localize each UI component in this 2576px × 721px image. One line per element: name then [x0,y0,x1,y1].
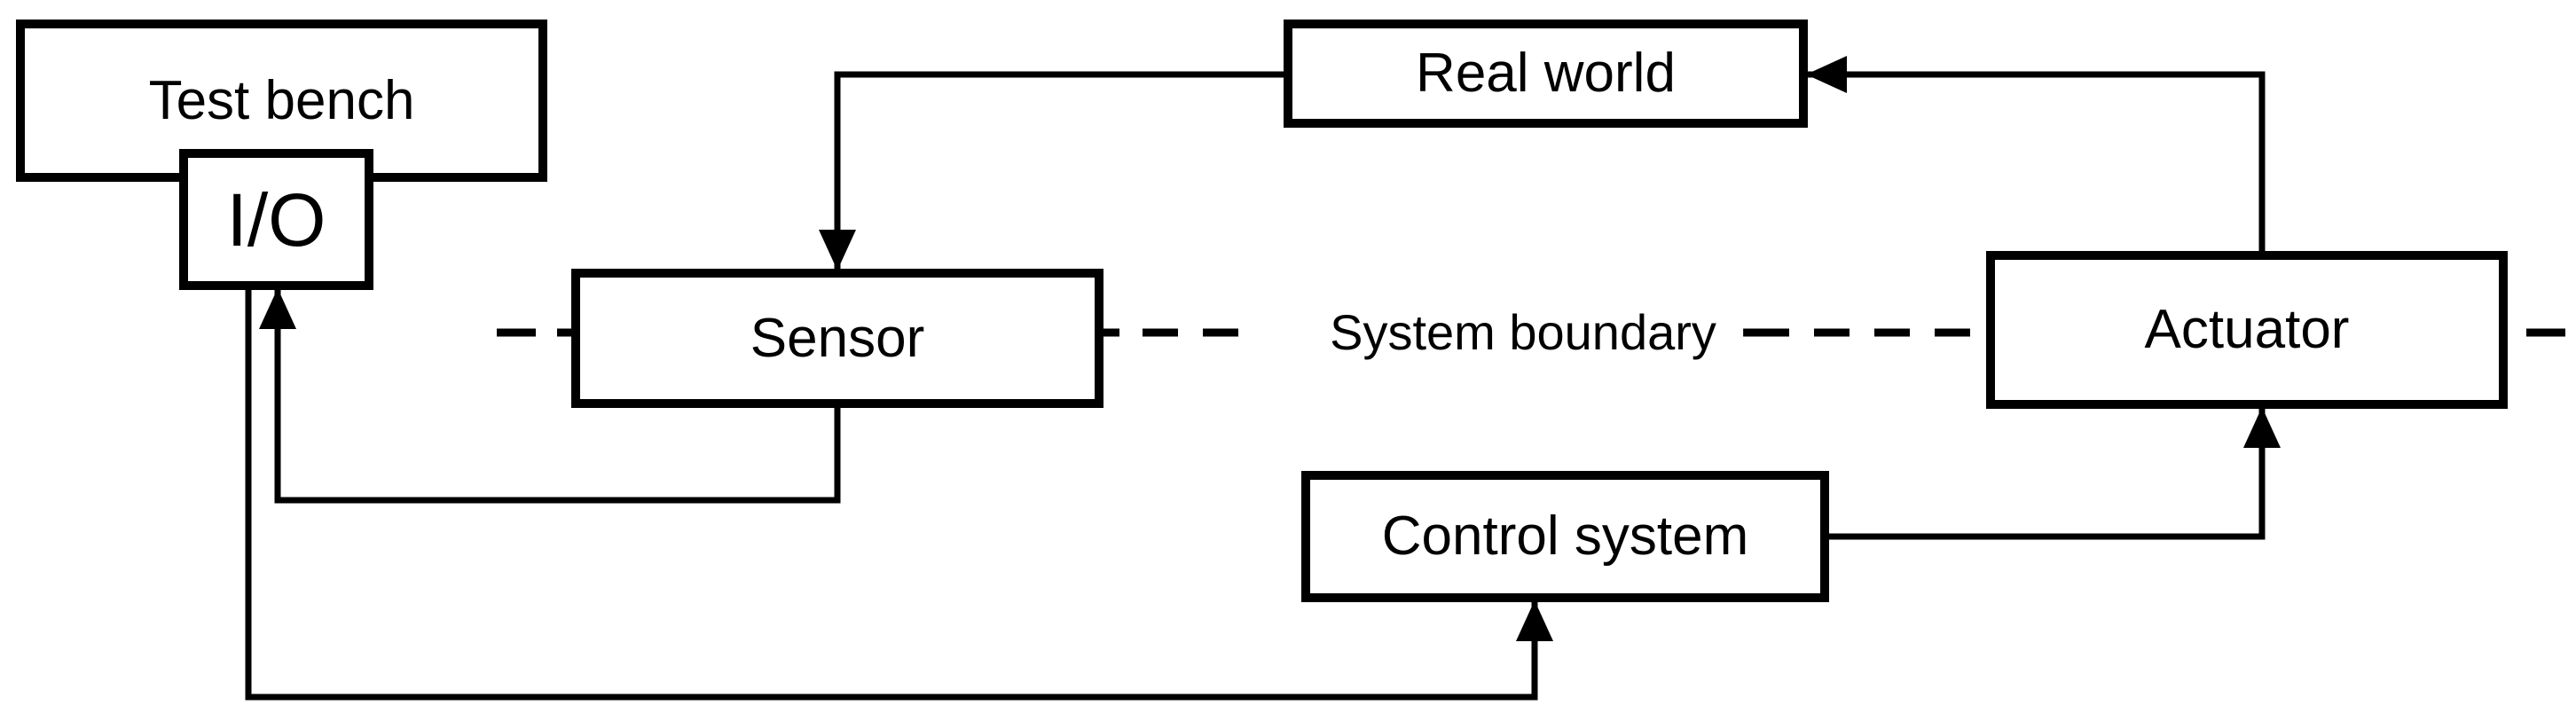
edge-sensor-to-io [259,288,841,504]
node-sensor: Sensor [571,269,1103,408]
node-control-system: Control system [1301,471,1829,602]
node-actuator-label: Actuator [2144,299,2350,360]
node-real-world: Real world [1284,20,1808,128]
node-sensor-label: Sensor [750,307,925,369]
edge-real-world-to-sensor [819,71,1284,270]
node-io-label: I/O [226,177,326,262]
node-test-bench-label: Test bench [148,69,415,131]
node-actuator: Actuator [1986,251,2508,409]
node-test-bench: Test bench [16,20,547,182]
edge-io-to-control-system [245,290,1553,701]
edge-control-system-to-actuator [1829,407,2281,540]
node-real-world-label: Real world [1416,43,1676,104]
node-io: I/O [179,149,373,290]
edge-actuator-to-real-world [1806,56,2266,251]
node-control-system-label: Control system [1381,505,1749,567]
system-boundary-label: System boundary [1303,308,1743,357]
